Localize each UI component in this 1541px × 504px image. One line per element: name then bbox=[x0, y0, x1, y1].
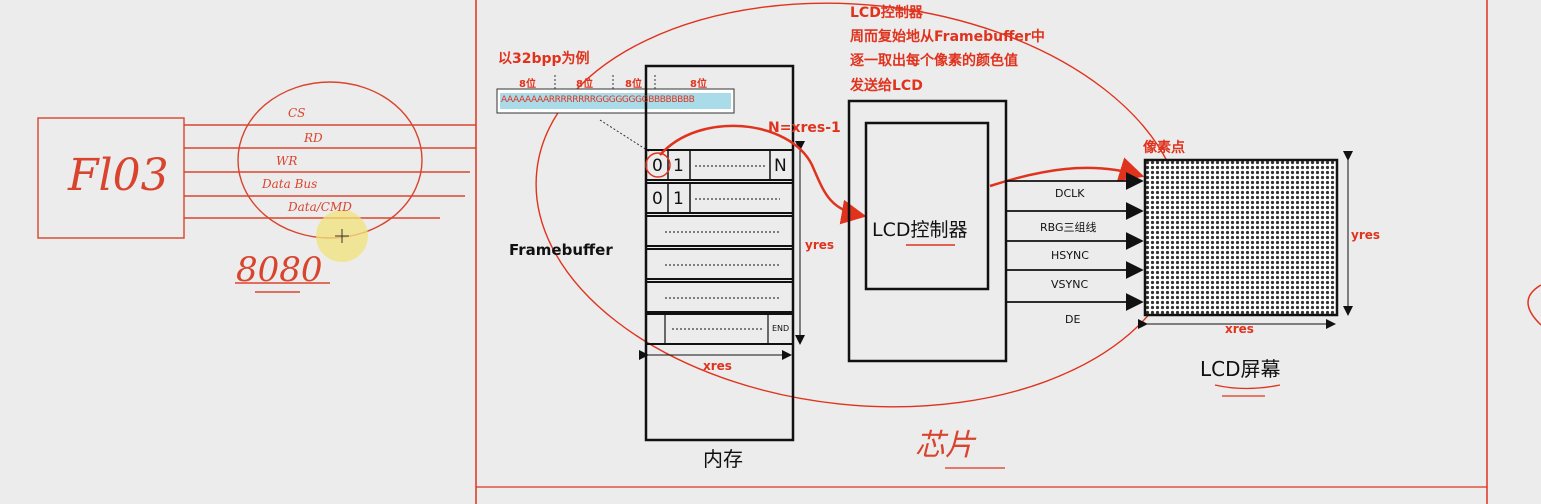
memory-block bbox=[639, 64, 805, 442]
pixel-1-row1: 1 bbox=[673, 189, 684, 209]
fb-xres-label: xres bbox=[703, 359, 732, 373]
signal-wr-label: WR bbox=[276, 154, 298, 168]
pixel-format-bar bbox=[496, 75, 735, 153]
chip-sketch bbox=[37, 81, 476, 293]
end-label: END bbox=[772, 324, 790, 333]
n-formula-label: N=xres-1 bbox=[768, 120, 841, 136]
fetch-arrow bbox=[659, 124, 867, 225]
bit-label-r: 8位 bbox=[576, 79, 593, 90]
bus-name-label: 8080 bbox=[236, 250, 323, 290]
signal-databus-label: Data Bus bbox=[262, 177, 318, 191]
lcd-controller-block bbox=[847, 99, 1008, 363]
pixel-0-row1: 0 bbox=[652, 189, 663, 209]
pixel-n-row0: N bbox=[774, 156, 787, 176]
bit-label-a: 8位 bbox=[519, 79, 536, 90]
send-arrow bbox=[989, 157, 1145, 188]
signal-datacmd-label: Data/CMD bbox=[288, 200, 352, 214]
signal-dclk-label: DCLK bbox=[1055, 187, 1085, 200]
screen-yres-label: yres bbox=[1351, 228, 1381, 242]
screen-xres-label: xres bbox=[1225, 322, 1254, 336]
pixel-1-row0: 1 bbox=[673, 156, 684, 176]
pixel-0-row0: 0 bbox=[652, 156, 663, 176]
signal-arrows bbox=[1006, 172, 1144, 311]
framebuffer-label: Framebuffer bbox=[509, 241, 613, 259]
bit-label-b: 8位 bbox=[690, 79, 707, 90]
signal-de-label: DE bbox=[1065, 313, 1081, 326]
controller-desc-line2: 周而复始地从Framebuffer中 bbox=[850, 29, 1045, 45]
fb-yres-label: yres bbox=[805, 238, 835, 252]
controller-desc-line3: 逐一取出每个像素的颜色值 bbox=[850, 53, 1018, 69]
chip-note-label: 芯片 bbox=[915, 428, 975, 463]
signal-cs-label: CS bbox=[288, 106, 306, 120]
chip-label: Fl03 bbox=[68, 150, 169, 201]
pixel-bits-text: AAAAAAAARRRRRRRRGGGGGGGGBBBBBBBB bbox=[501, 95, 695, 105]
lcd-screen bbox=[1138, 151, 1353, 329]
signal-vsync-label: VSYNC bbox=[1051, 278, 1089, 291]
controller-desc-line1: LCD控制器 bbox=[850, 5, 923, 21]
signal-rgb-label: RBG三组线 bbox=[1040, 221, 1097, 234]
signal-rd-label: RD bbox=[304, 131, 323, 145]
example-title: 以32bpp为例 bbox=[498, 51, 590, 67]
memory-label: 内存 bbox=[703, 447, 743, 471]
signal-hsync-label: HSYNC bbox=[1051, 249, 1089, 262]
controller-box-label: LCD控制器 bbox=[872, 219, 968, 241]
bit-label-g: 8位 bbox=[625, 79, 642, 90]
lcd-screen-name: LCD屏幕 bbox=[1200, 357, 1281, 381]
pixel-point-label: 像素点 bbox=[1143, 140, 1185, 156]
controller-desc-line4: 发送给LCD bbox=[850, 78, 923, 94]
